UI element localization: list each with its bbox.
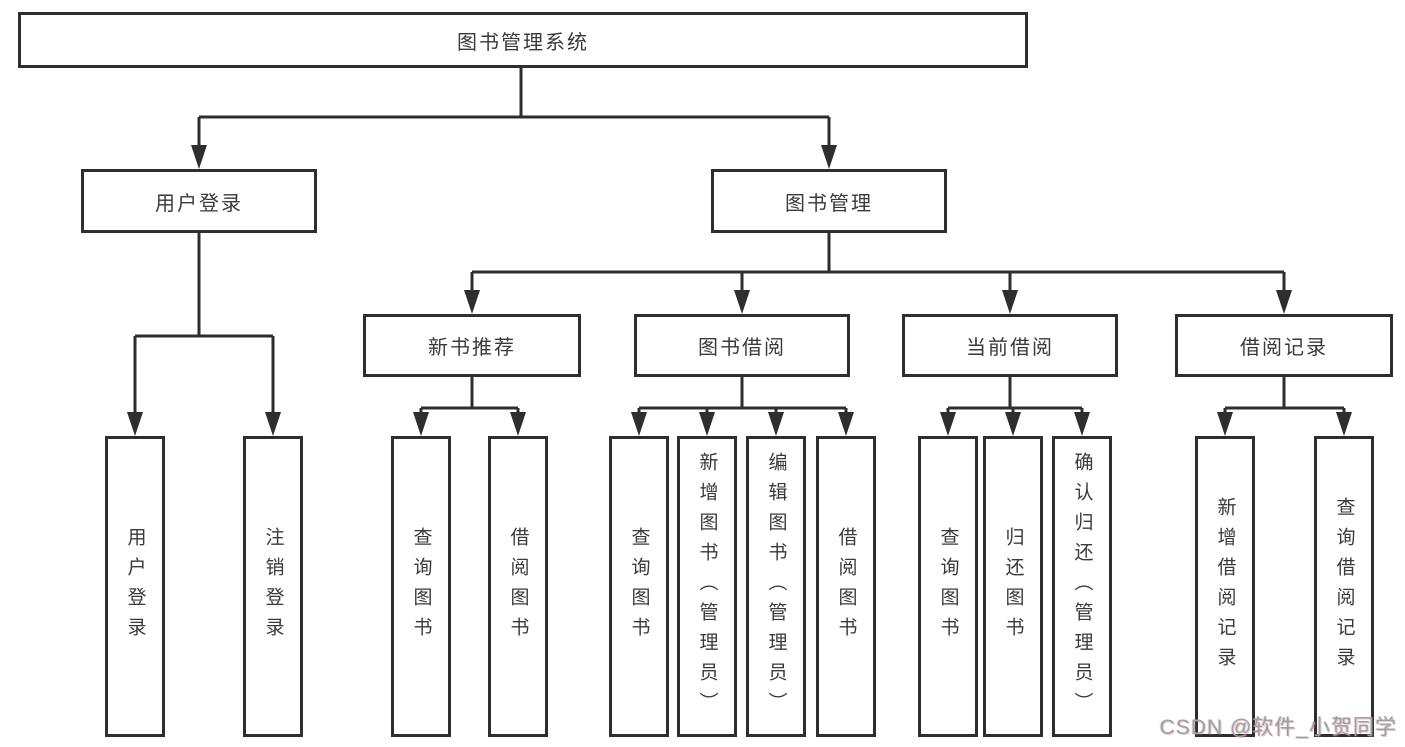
node-label: 查询图书: [410, 526, 432, 647]
node-label: 确认归还（管理员）: [1071, 451, 1093, 722]
node-current-borrowing: 当前借阅: [902, 314, 1118, 377]
leaf-borrow-books: 借阅图书: [488, 436, 548, 737]
leaf-add-borrow-record: 新增借阅记录: [1195, 436, 1255, 737]
node-label: 当前借阅: [966, 337, 1054, 359]
node-borrowing-records: 借阅记录: [1175, 314, 1393, 377]
csdn-watermark: CSDN @软件_小贺同学: [1159, 716, 1397, 739]
node-label: 新增图书（管理员）: [696, 451, 718, 722]
node-label: 编辑图书（管理员）: [765, 451, 787, 722]
node-label: 新增借阅记录: [1214, 496, 1236, 677]
leaf-query-books: 查询图书: [918, 436, 978, 737]
node-label: 查询图书: [937, 526, 959, 647]
node-new-book-recommend: 新书推荐: [363, 314, 581, 377]
node-label: 借阅图书: [507, 526, 529, 647]
leaf-query-books: 查询图书: [609, 436, 669, 737]
node-book-borrowing: 图书借阅: [634, 314, 850, 377]
node-label: 借阅记录: [1240, 337, 1328, 359]
node-label: 借阅图书: [835, 526, 857, 647]
node-label: 用户登录: [155, 192, 243, 215]
leaf-confirm-return-admin: 确认归还（管理员）: [1052, 436, 1112, 737]
node-label: 新书推荐: [428, 337, 516, 359]
node-label: 注销登录: [262, 526, 284, 647]
node-label: 查询借阅记录: [1333, 496, 1355, 677]
leaf-add-books-admin: 新增图书（管理员）: [677, 436, 737, 737]
leaf-query-books: 查询图书: [391, 436, 451, 737]
node-book-management: 图书管理: [711, 169, 947, 233]
leaf-edit-books-admin: 编辑图书（管理员）: [746, 436, 806, 737]
leaf-user-login: 用户登录: [105, 436, 165, 737]
leaf-borrow-books: 借阅图书: [816, 436, 876, 737]
node-user-login: 用户登录: [81, 169, 317, 233]
node-library-management-system: 图书管理系统: [18, 12, 1028, 68]
node-label: 图书借阅: [698, 337, 786, 359]
leaf-query-borrow-record: 查询借阅记录: [1314, 436, 1374, 737]
node-label: 图书管理: [785, 192, 873, 215]
node-label: 图书管理系统: [457, 31, 589, 54]
leaf-logout: 注销登录: [243, 436, 303, 737]
node-label: 查询图书: [628, 526, 650, 647]
node-label: 用户登录: [124, 526, 146, 647]
leaf-return-books: 归还图书: [983, 436, 1043, 737]
node-label: 归还图书: [1002, 526, 1024, 647]
